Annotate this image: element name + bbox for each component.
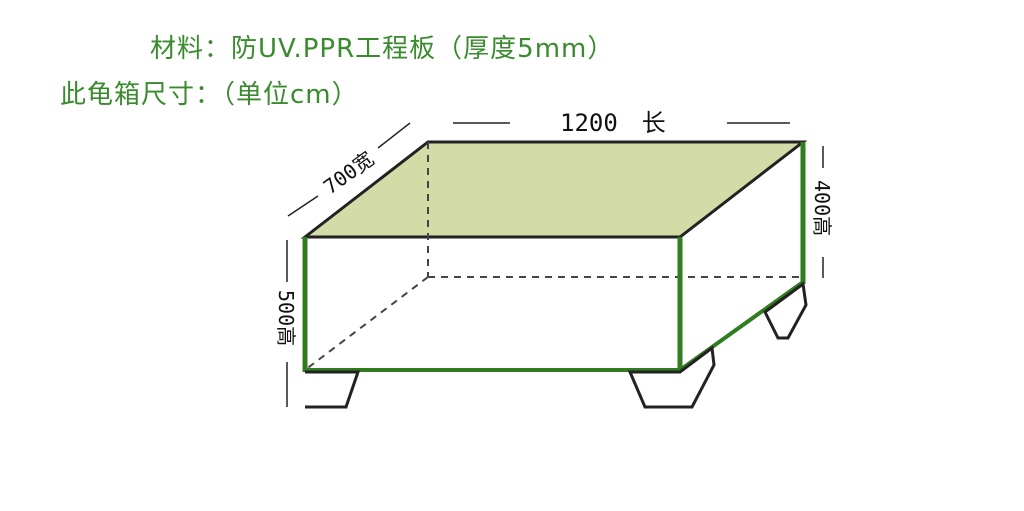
foot-back-right [763,281,808,340]
box-feet [305,281,808,409]
foot-front-right [627,345,716,409]
box-vertical-edges [302,142,806,372]
back-height-label: 400高 [810,180,834,236]
front-height-label: 500高 [274,290,298,346]
foot-front-left [305,370,361,409]
back-height-dimension: 400高 [810,146,834,278]
length-dimension: 1200 长 [453,109,790,137]
box-top-face [300,140,808,239]
material-caption: 材料：防UV.PPR工程板（厚度5mm） [150,34,615,64]
front-height-dimension: 500高 [274,240,298,407]
length-label: 1200 长 [560,109,666,137]
dimensions-title: 此龟箱尺寸：（单位cm） [60,80,359,110]
hidden-edges [304,142,803,371]
